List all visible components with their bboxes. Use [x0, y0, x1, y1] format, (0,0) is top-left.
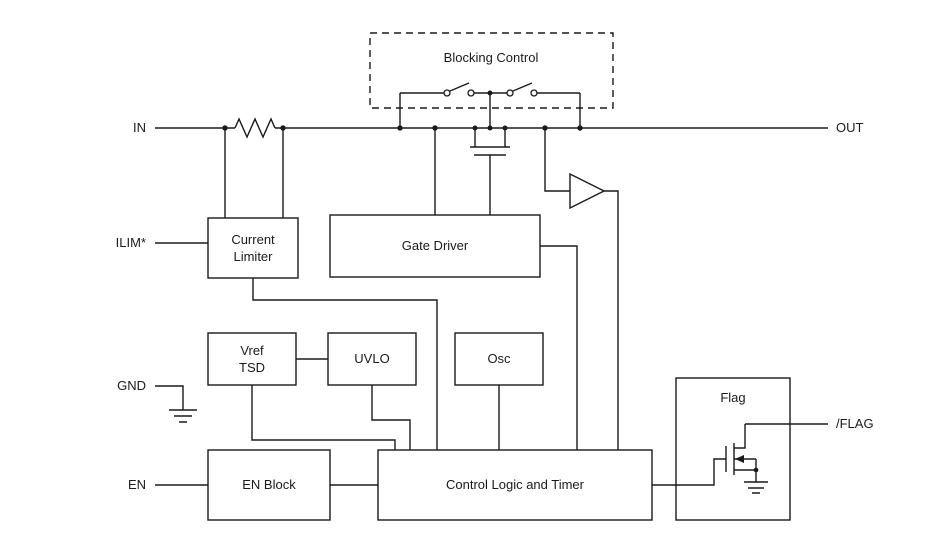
vref-label-line1: Vref [240, 343, 264, 358]
pin-label-en: EN [128, 477, 146, 492]
block-flag [675, 377, 791, 521]
wires [155, 92, 828, 486]
block-uvlo [327, 332, 417, 386]
current-limiter-label-line1: Current [231, 232, 275, 247]
flag-block-label: Flag [720, 390, 745, 405]
blocking-control-label: Blocking Control [444, 50, 539, 65]
switch-icon-left [443, 82, 475, 97]
current-limiter-label-line2: Limiter [233, 249, 273, 264]
block-gate-driver [329, 214, 541, 278]
pin-label-ilim: ILIM* [116, 235, 146, 250]
labels: Blocking Control Current Limiter Gate Dr… [231, 50, 745, 492]
block-control-logic [377, 449, 653, 521]
flag-mosfet-icon [725, 424, 757, 482]
pin-label-gnd: GND [117, 378, 146, 393]
junction-dots [222, 90, 759, 473]
comparator-icon [569, 172, 606, 210]
pass-mosfet-icon [470, 128, 510, 215]
osc-label: Osc [487, 351, 511, 366]
pin-labels: IN OUT ILIM* GND EN /FLAG [116, 120, 874, 492]
flag-ground-icon [744, 481, 768, 494]
pin-label-out: OUT [836, 120, 864, 135]
block-vref-tsd [207, 332, 297, 386]
control-logic-label: Control Logic and Timer [446, 477, 585, 492]
en-block-label: EN Block [242, 477, 296, 492]
pin-label-in: IN [133, 120, 146, 135]
vref-label-line2: TSD [239, 360, 265, 375]
uvlo-label: UVLO [354, 351, 389, 366]
block-osc [454, 332, 544, 386]
resistor-icon [234, 117, 276, 139]
block-current-limiter [207, 217, 299, 279]
gate-driver-label: Gate Driver [402, 238, 469, 253]
blocking-control-box [369, 32, 614, 109]
pin-label-flag: /FLAG [836, 416, 874, 431]
switch-icon-right [506, 82, 538, 97]
ground-icon [169, 409, 197, 423]
block-en [207, 449, 331, 521]
